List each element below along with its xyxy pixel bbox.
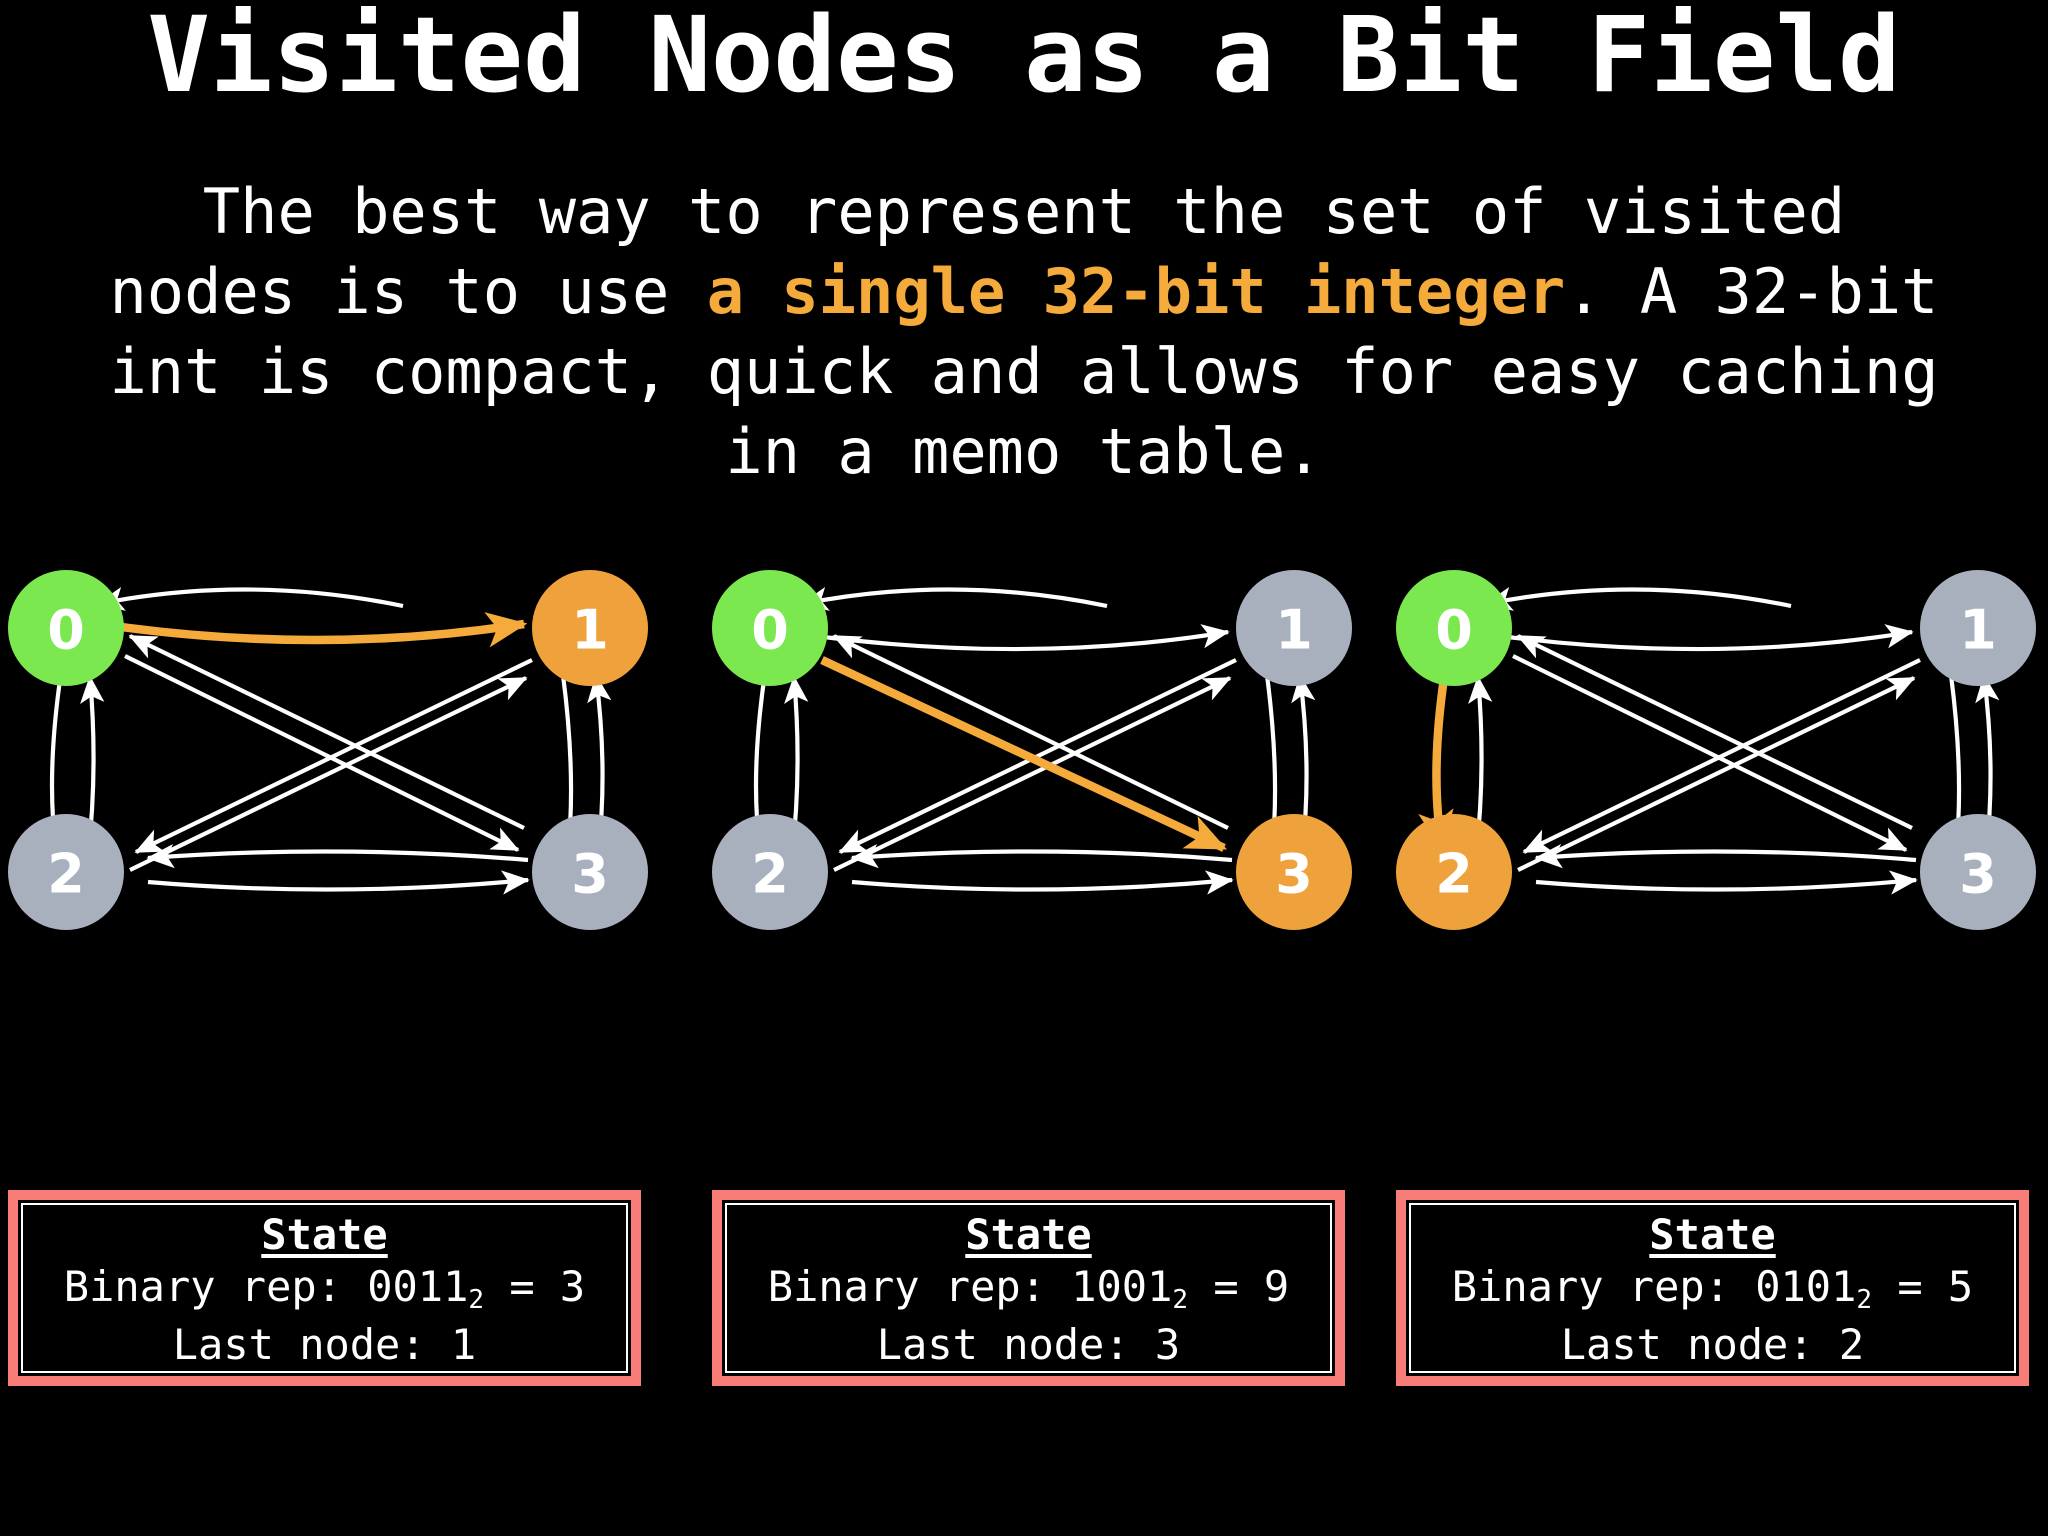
graph-2-node-0-label: 0 bbox=[751, 599, 789, 662]
state-box-3-last-node-value: 2 bbox=[1838, 1320, 1865, 1369]
state-box-3-binary-equals: = 5 bbox=[1872, 1262, 1974, 1311]
graph-1-node-0[interactable] bbox=[8, 570, 124, 686]
state-box-2-binary-value: 1001 bbox=[1071, 1262, 1173, 1311]
edge-0-to-3 bbox=[124, 654, 520, 852]
subtitle-highlight: a single 32-bit integer bbox=[706, 255, 1566, 328]
graph-2-node-2-label: 2 bbox=[751, 843, 789, 906]
state-box-3-binary-subscript: 2 bbox=[1856, 1285, 1873, 1315]
state-box-3-last-node-label: Last node: bbox=[1560, 1320, 1839, 1369]
graph-3-node-2[interactable] bbox=[1396, 814, 1512, 930]
state-box-2-last-node-label: Last node: bbox=[876, 1320, 1155, 1369]
state-box-2-binary: Binary rep: 10012 = 9 bbox=[768, 1261, 1289, 1319]
edge-1-to-2 bbox=[838, 658, 1237, 854]
state-box-3-binary-label: Binary rep: bbox=[1451, 1262, 1756, 1311]
edge-3-to-0 bbox=[1516, 634, 1913, 830]
edge-2-to-3 bbox=[851, 870, 1234, 895]
state-box-3-title: State bbox=[1649, 1210, 1776, 1259]
graph-2-node-3-label: 3 bbox=[1275, 843, 1313, 906]
graph-3-node-3[interactable] bbox=[1920, 814, 2036, 930]
state-box-1-binary-subscript: 2 bbox=[468, 1285, 485, 1315]
graph-3-svg: 0 1 2 3 bbox=[1396, 570, 2036, 930]
state-box-1-last-node-value: 1 bbox=[450, 1320, 477, 1369]
graph-2-node-3[interactable] bbox=[1236, 814, 1352, 930]
graph-1-node-2[interactable] bbox=[8, 814, 124, 930]
state-box-1-inner: State Binary rep: 00112 = 3 Last node: 1 bbox=[21, 1203, 628, 1373]
graph-3-node-0[interactable] bbox=[1396, 570, 1512, 686]
edge-1-to-0 bbox=[1484, 586, 1792, 611]
graph-2-node-1[interactable] bbox=[1236, 570, 1352, 686]
state-box-3: State Binary rep: 01012 = 5 Last node: 2 bbox=[1396, 1190, 2029, 1386]
state-box-3-last-node: Last node: 2 bbox=[1561, 1319, 1864, 1371]
state-box-2-last-node: Last node: 3 bbox=[877, 1319, 1180, 1371]
graph-1-node-0-label: 0 bbox=[47, 599, 85, 662]
edge-1-to-2 bbox=[134, 658, 533, 854]
state-box-1-binary-equals: = 3 bbox=[484, 1262, 586, 1311]
graph-2-node-1-label: 1 bbox=[1275, 599, 1313, 662]
edge-0-to-1 bbox=[815, 624, 1230, 652]
state-box-2-binary-equals: = 9 bbox=[1188, 1262, 1290, 1311]
graph-2-node-0[interactable] bbox=[712, 570, 828, 686]
subtitle-text-part1: The best way to represent the set of vis… bbox=[109, 175, 1846, 328]
graph-1-node-2-label: 2 bbox=[47, 843, 85, 906]
highlight-edge-0-to-1 bbox=[99, 612, 528, 648]
edge-3-to-0 bbox=[832, 634, 1229, 830]
highlight-edge-0-to-3 bbox=[820, 656, 1228, 852]
edge-3-to-2 bbox=[850, 843, 1233, 869]
state-box-2-binary-subscript: 2 bbox=[1172, 1285, 1189, 1315]
graph-panel-3: 0 1 2 3 bbox=[1396, 560, 2036, 930]
graph-3-node-2-label: 2 bbox=[1435, 843, 1473, 906]
state-box-1: State Binary rep: 00112 = 3 Last node: 1 bbox=[8, 1190, 641, 1386]
edge-1-to-0 bbox=[800, 586, 1108, 611]
edge-3-to-0 bbox=[128, 634, 525, 830]
edge-2-to-1 bbox=[129, 676, 528, 872]
state-box-1-binary: Binary rep: 00112 = 3 bbox=[64, 1261, 585, 1319]
page-title: Visited Nodes as a Bit Field bbox=[147, 0, 1901, 116]
state-box-1-title: State bbox=[261, 1210, 388, 1259]
graph-panel-2: 0 1 2 3 bbox=[712, 560, 1352, 930]
state-box-1-binary-label: Binary rep: bbox=[63, 1262, 368, 1311]
subtitle-text-part2: . A 32-bit int is compact, quick and all… bbox=[109, 255, 1939, 488]
state-box-1-last-node-label: Last node: bbox=[172, 1320, 451, 1369]
state-box-3-binary-value: 0101 bbox=[1755, 1262, 1857, 1311]
state-box-2-binary-label: Binary rep: bbox=[767, 1262, 1072, 1311]
graph-1-node-1[interactable] bbox=[532, 570, 648, 686]
graph-3-node-3-label: 3 bbox=[1959, 843, 1997, 906]
graph-1-node-3[interactable] bbox=[532, 814, 648, 930]
edge-2-to-1 bbox=[833, 676, 1232, 872]
edge-2-to-3 bbox=[147, 870, 530, 895]
edge-1-to-0 bbox=[96, 586, 404, 611]
graph-2-svg: 0 1 2 3 bbox=[712, 570, 1352, 930]
graph-3-node-1-label: 1 bbox=[1959, 599, 1997, 662]
state-boxes-row: State Binary rep: 00112 = 3 Last node: 1… bbox=[0, 1190, 2048, 1390]
edge-2-to-3 bbox=[1535, 870, 1918, 895]
state-box-2: State Binary rep: 10012 = 9 Last node: 3 bbox=[712, 1190, 1345, 1386]
edge-1-to-2 bbox=[1522, 658, 1921, 854]
graph-panels-row: 0 1 2 3 bbox=[0, 560, 2048, 930]
graph-3-node-0-label: 0 bbox=[1435, 599, 1473, 662]
state-box-2-last-node-value: 3 bbox=[1154, 1320, 1181, 1369]
state-box-2-inner: State Binary rep: 10012 = 9 Last node: 3 bbox=[725, 1203, 1332, 1373]
graph-1-svg: 0 1 2 3 bbox=[8, 570, 648, 930]
graph-3-node-1[interactable] bbox=[1920, 570, 2036, 686]
graph-2-node-2[interactable] bbox=[712, 814, 828, 930]
graph-panel-1: 0 1 2 3 bbox=[8, 560, 648, 930]
edge-3-to-2 bbox=[1534, 843, 1917, 869]
state-box-1-binary-value: 0011 bbox=[367, 1262, 469, 1311]
subtitle-paragraph: The best way to represent the set of vis… bbox=[104, 172, 1944, 492]
edge-2-to-1 bbox=[1517, 676, 1916, 872]
edge-0-to-3 bbox=[1512, 654, 1908, 852]
graph-1-node-3-label: 3 bbox=[571, 843, 609, 906]
graph-1-node-1-label: 1 bbox=[571, 599, 609, 662]
state-box-1-last-node: Last node: 1 bbox=[173, 1319, 476, 1371]
state-box-3-inner: State Binary rep: 01012 = 5 Last node: 2 bbox=[1409, 1203, 2016, 1373]
edge-3-to-2 bbox=[146, 843, 529, 869]
edge-0-to-1 bbox=[1499, 624, 1914, 652]
state-box-2-title: State bbox=[965, 1210, 1092, 1259]
state-box-3-binary: Binary rep: 01012 = 5 bbox=[1452, 1261, 1973, 1319]
